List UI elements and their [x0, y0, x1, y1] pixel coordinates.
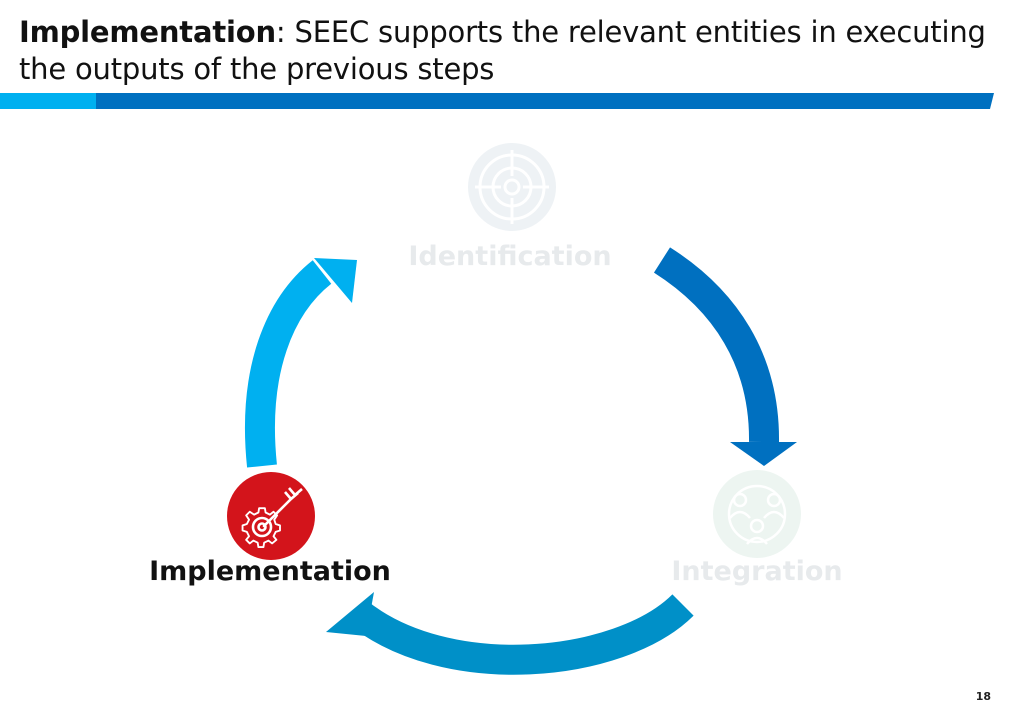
arrow-head-right [730, 442, 797, 466]
arrow-integration-to-implementation [346, 593, 694, 675]
header-rule [0, 93, 994, 109]
arrow-head-bottom [326, 592, 374, 636]
page-title: Implementation: SEEC supports the releva… [19, 14, 999, 88]
step-label-implementation: Implementation [149, 556, 391, 587]
step-label-identification: Identification [408, 241, 612, 272]
page-number: 18 [975, 690, 991, 703]
title-rest: : SEEC supports the relevant entities in… [19, 15, 986, 86]
arrow-head-left [314, 258, 357, 303]
arrow-implementation-to-identification [244, 260, 332, 468]
arrow-identification-to-integration [653, 247, 780, 443]
step-label-integration: Integration [671, 556, 843, 587]
gear-target-icon [227, 472, 315, 560]
header-rule-light-segment [0, 93, 96, 109]
people-network-icon [713, 470, 801, 558]
header-rule-dark-segment [96, 93, 994, 109]
title-bold: Implementation [19, 15, 276, 49]
target-icon [468, 143, 556, 231]
